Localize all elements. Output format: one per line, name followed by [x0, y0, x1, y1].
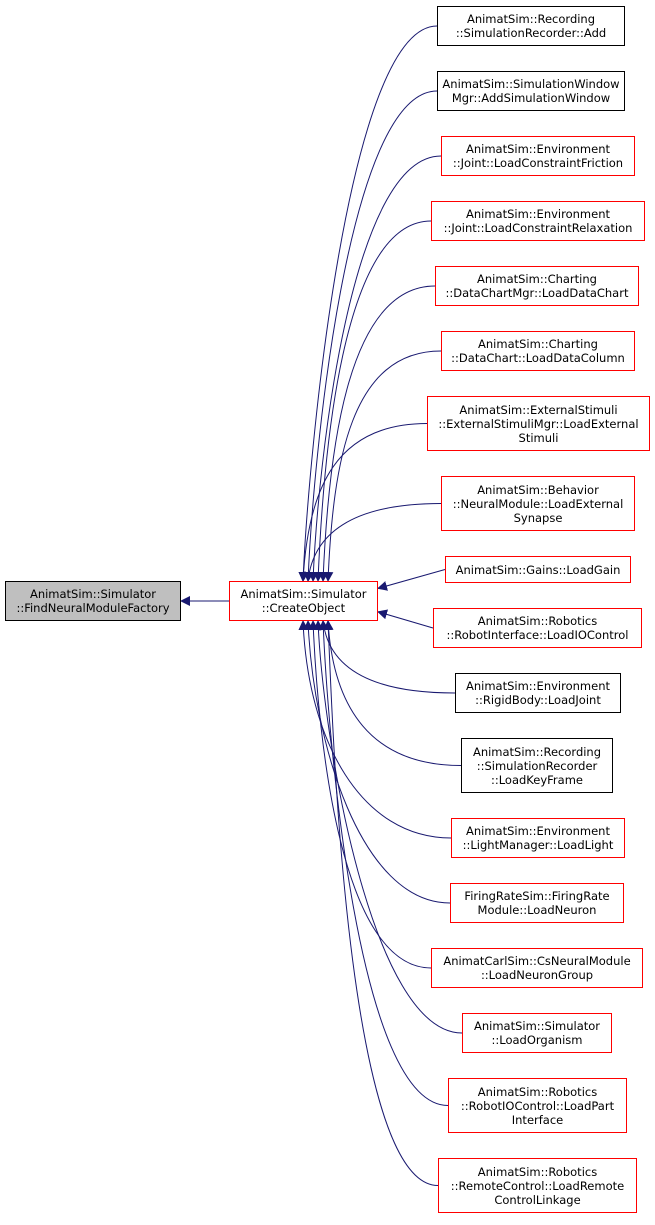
caller-node[interactable]: AnimatSim::Robotics ::RobotInterface::Lo… — [433, 608, 642, 648]
caller-node-label: AnimatSim::Simulator ::LoadOrganism — [473, 1019, 601, 1047]
caller-node-label: AnimatSim::Environment ::Joint::LoadCons… — [443, 207, 633, 235]
call-edge — [319, 620, 456, 694]
call-edge — [318, 285, 436, 582]
caller-node-label: AnimatSim::Behavior ::NeuralModule::Load… — [452, 482, 624, 525]
caller-node[interactable]: AnimatSim::Recording ::SimulationRecorde… — [461, 738, 613, 793]
call-edge — [377, 609, 434, 629]
caller-node[interactable]: AnimatSim::ExternalStimuli ::ExternalSti… — [427, 396, 650, 451]
call-edge — [298, 620, 452, 839]
call-edge — [318, 620, 449, 1106]
caller-node[interactable]: AnimatSim::Environment ::Joint::LoadCons… — [441, 136, 635, 176]
call-edge — [308, 155, 442, 582]
caller-node[interactable]: AnimatSim::Gains::LoadGain — [445, 556, 631, 583]
call-edge — [377, 569, 446, 591]
edges-group — [180, 25, 463, 1186]
call-edge — [323, 350, 442, 582]
call-edge — [298, 25, 438, 582]
call-edge — [303, 620, 451, 904]
caller-node[interactable]: AnimatSim::Simulator ::LoadOrganism — [462, 1013, 612, 1053]
caller-node-label: FiringRateSim::FiringRate Module::LoadNe… — [464, 889, 610, 917]
caller-node-label: AnimatSim::Environment ::RigidBody::Load… — [466, 679, 610, 707]
caller-node-label: AnimatSim::ExternalStimuli ::ExternalSti… — [438, 402, 639, 445]
caller-node[interactable]: AnimatSim::Charting ::DataChartMgr::Load… — [435, 266, 639, 306]
center-node-label: AnimatSim::Simulator ::CreateObject — [240, 587, 367, 615]
caller-node-label: AnimatCarlSim::CsNeuralModule ::LoadNeur… — [443, 954, 631, 982]
caller-node[interactable]: FiringRateSim::FiringRate Module::LoadNe… — [450, 883, 624, 923]
caller-node-label: AnimatSim::SimulationWindow Mgr::AddSimu… — [442, 77, 620, 105]
caller-node-label: AnimatSim::Recording ::SimulationRecorde… — [472, 744, 602, 787]
caller-node[interactable]: AnimatCarlSim::CsNeuralModule ::LoadNeur… — [431, 948, 643, 988]
center-node-create-object[interactable]: AnimatSim::Simulator ::CreateObject — [229, 581, 378, 621]
call-edge — [313, 220, 432, 582]
caller-node-label: AnimatSim::Gains::LoadGain — [455, 562, 621, 577]
caller-node-label: AnimatSim::Recording ::SimulationRecorde… — [455, 12, 607, 40]
caller-node-label: AnimatSim::Robotics ::RobotInterface::Lo… — [446, 614, 629, 642]
call-edge — [313, 620, 463, 1034]
caller-node[interactable]: AnimatSim::Environment ::RigidBody::Load… — [455, 673, 621, 713]
caller-node[interactable]: AnimatSim::SimulationWindow Mgr::AddSimu… — [437, 71, 625, 111]
caller-node-label: AnimatSim::Charting ::DataChart::LoadDat… — [451, 337, 625, 365]
call-edge — [298, 423, 428, 582]
caller-node[interactable]: AnimatSim::Environment ::LightManager::L… — [451, 818, 625, 858]
caller-node[interactable]: AnimatSim::Environment ::Joint::LoadCons… — [431, 201, 645, 241]
caller-node[interactable]: AnimatSim::Robotics ::RobotIOControl::Lo… — [448, 1078, 627, 1133]
caller-node[interactable]: AnimatSim::Charting ::DataChart::LoadDat… — [441, 331, 635, 371]
call-edge — [323, 620, 439, 1186]
caller-node-label: AnimatSim::Environment ::Joint::LoadCons… — [452, 142, 624, 170]
caller-node[interactable]: AnimatSim::Behavior ::NeuralModule::Load… — [441, 476, 635, 531]
caller-node[interactable]: AnimatSim::Recording ::SimulationRecorde… — [437, 6, 625, 46]
caller-node-label: AnimatSim::Charting ::DataChartMgr::Load… — [445, 272, 629, 300]
call-edge — [323, 620, 462, 766]
caller-node-label: AnimatSim::Environment ::LightManager::L… — [462, 824, 614, 852]
caller-node-label: AnimatSim::Robotics ::RemoteControl::Loa… — [450, 1164, 625, 1207]
focus-node-label: AnimatSim::Simulator ::FindNeuralModuleF… — [16, 587, 170, 615]
caller-node[interactable]: AnimatSim::Robotics ::RemoteControl::Loa… — [438, 1158, 637, 1213]
call-edge — [303, 503, 442, 582]
focus-node-find-neural-module-factory: AnimatSim::Simulator ::FindNeuralModuleF… — [5, 581, 181, 621]
caller-node-label: AnimatSim::Robotics ::RobotIOControl::Lo… — [460, 1084, 615, 1127]
